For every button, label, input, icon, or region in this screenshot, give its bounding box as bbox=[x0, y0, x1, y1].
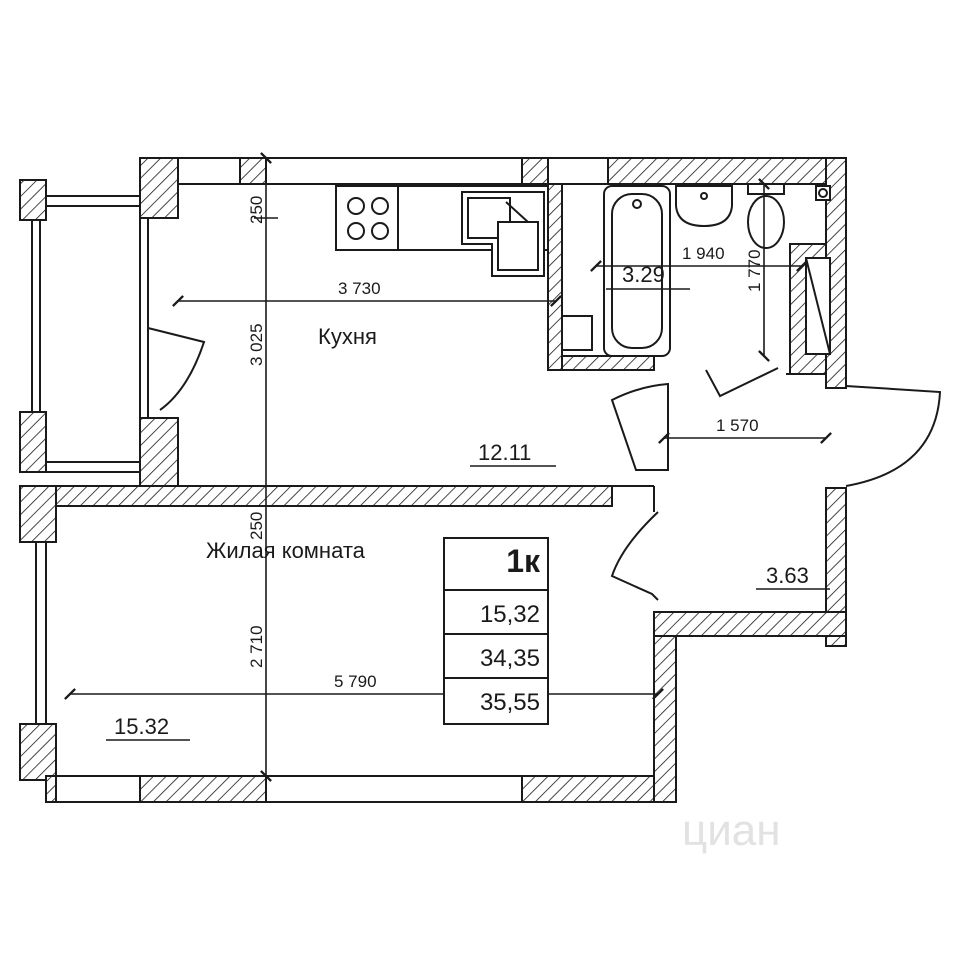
wall-kitchen-left bbox=[139, 157, 179, 219]
kitchen-fixtures bbox=[335, 185, 549, 277]
entrance-door bbox=[845, 385, 942, 487]
wall-hall-left bbox=[653, 611, 677, 803]
room-area-bathroom: 3.29 bbox=[622, 262, 665, 287]
room-name-living: Жилая комната bbox=[206, 538, 366, 563]
total-area-value: 34,35 bbox=[480, 645, 540, 672]
wall-kitchen-left-low bbox=[139, 417, 179, 489]
living-area-value: 15,32 bbox=[480, 601, 540, 628]
area-underlines bbox=[106, 288, 830, 741]
dim-kitchen-wall-top: 250 bbox=[247, 196, 266, 224]
window-kitchen-top bbox=[177, 157, 241, 185]
wall-left-bottom bbox=[19, 723, 57, 781]
wall-balcony-top bbox=[19, 179, 47, 221]
apartment-type: 1к bbox=[506, 543, 541, 579]
room-area-living: 15.32 bbox=[114, 714, 169, 739]
dimension-lines bbox=[64, 152, 832, 782]
total-area-with-balcony-value: 35,55 bbox=[480, 689, 540, 716]
living-door bbox=[610, 511, 659, 601]
wall-bath-left bbox=[547, 183, 563, 371]
wall-bath-bottom bbox=[561, 355, 655, 371]
wall-left-mid bbox=[19, 485, 57, 543]
dim-kitchen-width: 3 730 bbox=[338, 279, 381, 298]
wall-balcony-low bbox=[19, 411, 47, 473]
wall-hall-bottom bbox=[653, 611, 847, 637]
dim-bath-width: 1 940 bbox=[682, 244, 725, 263]
room-area-kitchen: 12.11 bbox=[478, 440, 531, 465]
toilet-icon bbox=[747, 195, 785, 249]
room-name-kitchen: Кухня bbox=[318, 324, 377, 349]
room-area-hall: 3.63 bbox=[766, 563, 809, 588]
bath-door bbox=[705, 367, 779, 398]
window-top-right bbox=[547, 157, 609, 185]
dim-kitchen-depth: 3 025 bbox=[247, 323, 266, 366]
dim-living-depth: 2 710 bbox=[247, 625, 266, 668]
wall-kitchen-living bbox=[55, 485, 613, 507]
dim-bath-depth: 1 770 bbox=[745, 249, 764, 292]
dim-wall-between: 250 bbox=[247, 512, 266, 540]
stove-icon bbox=[335, 185, 399, 251]
kitchen-door bbox=[610, 382, 669, 471]
window-bottom-mid bbox=[265, 775, 523, 803]
dim-hall-width: 1 570 bbox=[716, 416, 759, 435]
watermark: циан bbox=[682, 806, 781, 855]
windows bbox=[55, 157, 609, 803]
dim-living-width: 5 790 bbox=[334, 672, 377, 691]
shelf-icon bbox=[561, 315, 593, 351]
balcony bbox=[31, 195, 149, 724]
wall-right-bottom bbox=[825, 487, 847, 647]
toilet-tank-icon bbox=[747, 183, 785, 195]
washbasin-icon bbox=[675, 185, 733, 228]
doors bbox=[610, 367, 942, 601]
balcony-door bbox=[147, 327, 206, 411]
window-bottom-left bbox=[55, 775, 141, 803]
summary-box: 1к 15,32 34,35 35,55 bbox=[443, 537, 549, 725]
window-top-mid bbox=[265, 157, 523, 185]
